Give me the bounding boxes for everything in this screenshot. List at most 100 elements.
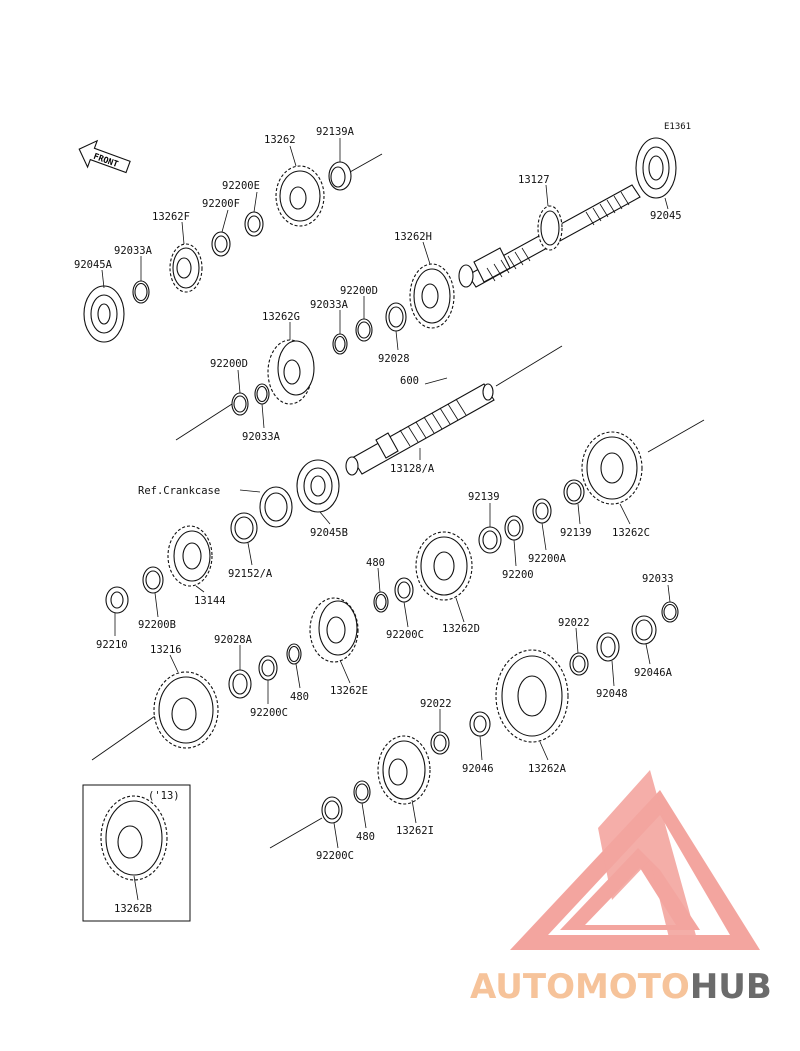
label-92200d-upper: 92200D <box>340 285 378 297</box>
washer-92200c-low <box>321 796 343 824</box>
gear-13262b-inset <box>100 795 168 881</box>
oil-seal-ref-crankcase <box>259 486 293 528</box>
gear-13262h <box>409 263 455 329</box>
label-600: 600 <box>400 375 419 387</box>
label-92033: 92033 <box>642 573 674 585</box>
washer-92200d-upper <box>355 318 373 342</box>
washer-92200c-top <box>394 577 414 603</box>
label-13262g: 13262G <box>262 311 300 323</box>
label-13216: 13216 <box>150 644 182 656</box>
label-92139a: 92139A <box>316 126 355 138</box>
label-480-top: 480 <box>366 557 385 569</box>
washer-92200d-left <box>231 392 249 416</box>
washer-92200e <box>244 211 264 237</box>
gear-13262g <box>267 339 315 405</box>
label-13262c: 13262C <box>612 527 650 539</box>
label-13262f: 13262F <box>152 211 190 223</box>
label-92200a: 92200A <box>528 553 567 565</box>
automotohub-logo-mark <box>510 770 760 950</box>
nut-92210 <box>105 586 129 614</box>
washer-92200f <box>211 231 231 257</box>
label-13128a: 13128/A <box>390 463 435 475</box>
part-labels: 92045A 92033A 13262F 92200F 92200E 13262… <box>74 126 682 915</box>
label-13144: 13144 <box>194 595 226 607</box>
needle-bearing-92139a <box>328 161 352 191</box>
circlip-92033a-mid <box>332 333 348 355</box>
label-92045: 92045 <box>650 210 682 222</box>
label-92033a-top: 92033A <box>114 245 153 257</box>
label-13262: 13262 <box>264 134 296 146</box>
leader-lines <box>101 138 671 901</box>
label-92200: 92200 <box>502 569 534 581</box>
needle-bearing-92139-left <box>478 526 502 554</box>
label-13127: 13127 <box>518 174 550 186</box>
bushing-92028a <box>228 669 252 699</box>
washer-92200 <box>504 515 524 541</box>
label-480-mid: 480 <box>290 691 309 703</box>
label-92028: 92028 <box>378 353 410 365</box>
circlip-92033a-top <box>132 280 150 304</box>
label-92200f: 92200F <box>202 198 240 210</box>
label-92045b: 92045B <box>310 527 348 539</box>
gear-13127-integral <box>537 205 563 251</box>
label-92200c-top: 92200C <box>386 629 424 641</box>
label-92048: 92048 <box>596 688 628 700</box>
label-92046a: 92046A <box>634 667 673 679</box>
bushing-92028 <box>385 302 407 332</box>
watermark-text-hub: HUB <box>690 967 772 1007</box>
gear-13262f <box>169 243 203 293</box>
gear-13262a <box>495 649 569 743</box>
gear-13262e <box>309 597 359 663</box>
needle-bearing-92139-right <box>563 479 585 505</box>
label-13262h: 13262H <box>394 231 432 243</box>
watermark-text: AUTOMOTOHUB <box>470 967 772 1007</box>
diagram-code: E1361 <box>664 122 691 132</box>
circlip-480-low <box>353 780 371 804</box>
label-92033a-low: 92033A <box>242 431 281 443</box>
washer-92022-right <box>569 652 589 676</box>
sprocket-13144 <box>167 525 213 587</box>
gear-13262i <box>377 735 431 805</box>
collar-92048 <box>596 632 620 662</box>
gear-13262d <box>415 531 473 601</box>
label-92033a-mid: 92033A <box>310 299 349 311</box>
washer-92022-mid <box>430 731 450 755</box>
label-92139-right: 92139 <box>560 527 592 539</box>
label-92028a: 92028A <box>214 634 253 646</box>
inset-box-2013 <box>82 784 191 922</box>
collar-92152a <box>230 512 258 544</box>
label-92200d-left: 92200D <box>210 358 248 370</box>
label-ref-crankcase: Ref.Crankcase <box>138 485 220 497</box>
front-label: FRONT <box>92 152 119 170</box>
label-480-low: 480 <box>356 831 375 843</box>
bearing-92045b <box>296 459 340 513</box>
label-92210: 92210 <box>96 639 128 651</box>
label-92200b: 92200B <box>138 619 176 631</box>
washer-92200b <box>142 566 164 594</box>
bearing-92045 <box>635 137 677 199</box>
label-92200e: 92200E <box>222 180 260 192</box>
washer-92200c-mid <box>258 655 278 681</box>
label-92045a: 92045A <box>74 259 113 271</box>
gear-13262c <box>581 431 643 505</box>
circlip-92033a-low <box>254 383 270 405</box>
label-13262b: 13262B <box>114 903 152 915</box>
label-92022-right: 92022 <box>558 617 590 629</box>
gear-13262 <box>275 165 325 227</box>
label-inset-year: ('13) <box>148 790 180 802</box>
label-92139-left: 92139 <box>468 491 500 503</box>
circlip-480-top <box>373 591 389 613</box>
circlip-92033 <box>661 601 679 623</box>
label-92022-mid: 92022 <box>420 698 452 710</box>
needle-bearing-92046a <box>631 615 657 645</box>
label-92200c-mid: 92200C <box>250 707 288 719</box>
bearing-92045a <box>83 285 125 343</box>
circlip-480-mid <box>286 643 302 665</box>
label-92200c-low: 92200C <box>316 850 354 862</box>
label-13262a: 13262A <box>528 763 567 775</box>
mainshaft-13128a <box>345 383 495 476</box>
label-92152a: 92152/A <box>228 568 273 580</box>
label-13262d: 13262D <box>442 623 480 635</box>
label-13262e: 13262E <box>330 685 368 697</box>
front-arrow-icon: FRONT <box>78 139 131 174</box>
